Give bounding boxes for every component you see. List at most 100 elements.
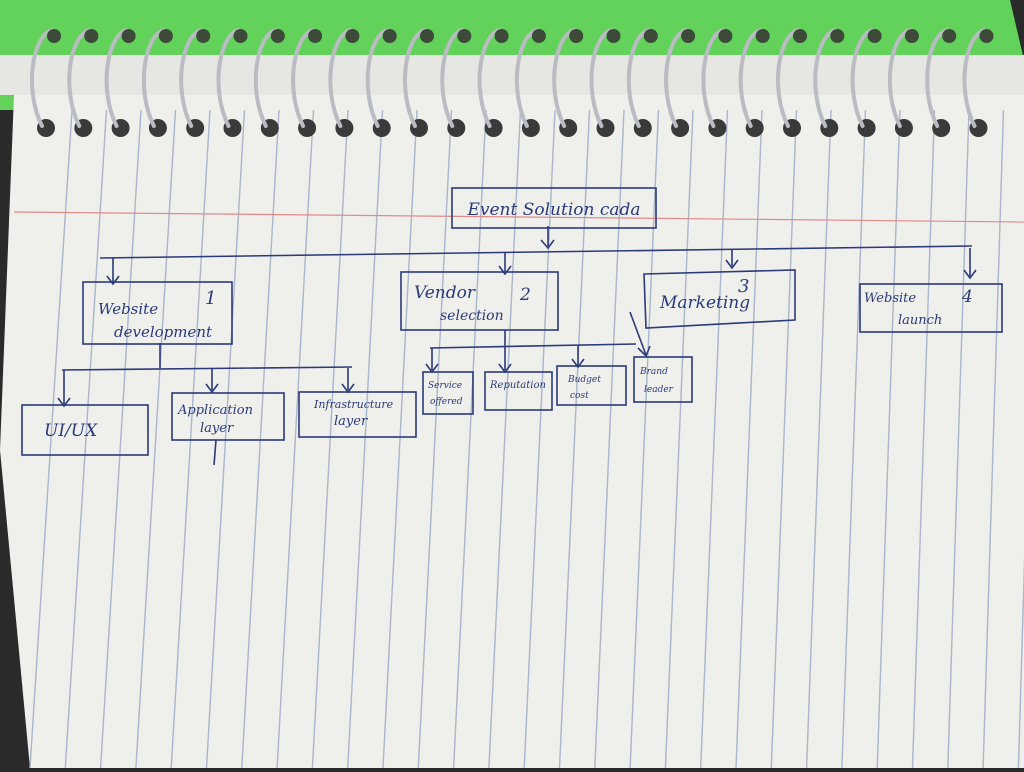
cover-hole [270, 29, 285, 43]
child-box-reputation [484, 371, 553, 411]
ruled-line [382, 109, 418, 769]
diagram-boxes [21, 187, 1003, 456]
node-box-3 [643, 269, 796, 329]
ruled-line [205, 109, 246, 769]
cover-hole [308, 29, 323, 43]
cover-hole [681, 29, 696, 43]
child-box-infrastructure [298, 391, 417, 438]
cover-hole [643, 29, 658, 43]
spiral-ring [925, 28, 950, 128]
child-box-application [171, 392, 285, 441]
spiral-ring [216, 28, 241, 128]
node2-number: 2 [519, 285, 531, 305]
spiral-binding [30, 28, 994, 137]
node3-line1: Marketing [659, 293, 750, 313]
spiral-ring [477, 28, 502, 128]
child-service-line1: Service [428, 381, 462, 391]
spiral-ring [365, 28, 390, 128]
ruled-line [1017, 556, 1024, 769]
paper-page [0, 95, 1024, 768]
child-reputation-label: Reputation [489, 380, 546, 391]
child-box-uiux [21, 404, 149, 456]
child-uiux-label: UI/UX [44, 421, 98, 441]
page-stack-edge [0, 55, 1024, 95]
node1-number: 1 [205, 288, 216, 309]
spiral-ring [664, 28, 689, 128]
ruled-line [347, 109, 384, 769]
child-brand-line1: Brand [639, 367, 668, 377]
spiral-ring [403, 28, 427, 128]
child-box-brand [633, 356, 693, 403]
diagram-connectors [57, 226, 977, 466]
cover-hole [793, 29, 807, 43]
child-infrastructure-line2: layer [334, 414, 368, 429]
spiral-ring [738, 28, 763, 128]
child-infrastructure-line1: Infrastructure [313, 398, 394, 411]
ruled-line [99, 109, 142, 769]
spiral-ring [589, 28, 614, 128]
ruled-line [841, 109, 867, 769]
cover-hole [382, 29, 397, 43]
cover-hole [494, 29, 509, 43]
spiral-ring [552, 28, 577, 128]
cover-hole [84, 29, 99, 43]
node3-number: 3 [738, 276, 749, 297]
node4-number: 4 [961, 287, 973, 307]
spiral-ring [30, 28, 54, 128]
cover-hole [121, 29, 136, 43]
root-box [451, 187, 657, 229]
ruled-line [911, 109, 936, 769]
child-brand-line2: leader [644, 385, 674, 395]
ruled-line [452, 109, 487, 769]
spiral-ring [813, 28, 838, 128]
cover-hole [606, 29, 621, 43]
diagram-labels: Event Solution cada Website 1 developmen… [44, 200, 973, 441]
ruled-line [982, 109, 1005, 769]
child-budget-line2: cost [570, 391, 589, 401]
ruled-line [523, 109, 556, 769]
ruled-line [664, 109, 694, 769]
cover-hole [830, 29, 845, 43]
spiral-ring [887, 28, 912, 128]
child-box-budget [556, 365, 627, 406]
child-application-line2: layer [200, 421, 234, 436]
node2-line1: Vendor [414, 283, 476, 303]
ruled-line [629, 109, 660, 769]
cover-hole [942, 29, 957, 43]
ruled-line [700, 109, 729, 769]
node1-line1: Website [98, 300, 158, 318]
cover-hole [904, 29, 919, 43]
ruled-line [417, 109, 453, 769]
spiral-ring [67, 28, 92, 128]
cover-hole [196, 29, 211, 43]
ruled-line [311, 109, 349, 769]
root-label: Event Solution cada [466, 200, 640, 220]
ruled-line [947, 109, 970, 769]
spiral-ring [626, 28, 651, 128]
node4-line1: Website [864, 291, 916, 306]
cover-hole [158, 29, 173, 43]
node-box-1 [82, 281, 233, 345]
child-budget-line1: Budget [567, 375, 601, 385]
spiral-ring [141, 28, 166, 128]
child-service-line2: offered [430, 397, 463, 407]
margin-line [13, 211, 1024, 223]
ruled-line [170, 109, 211, 769]
ruled-line [241, 109, 280, 769]
ruled-line [29, 109, 73, 769]
spiral-ring [850, 28, 875, 128]
node-box-2 [400, 271, 559, 331]
node2-line2: selection [440, 308, 504, 324]
spiral-ring [776, 28, 800, 128]
node-box-4 [859, 283, 1003, 333]
spiral-ring [328, 28, 353, 128]
spiral-ring [104, 28, 129, 128]
spiral-ring [253, 28, 278, 128]
cover-hole [345, 29, 360, 43]
spiral-ring [440, 28, 465, 128]
node4-line2: launch [898, 313, 942, 328]
cover-hole [979, 29, 994, 43]
node1-line2: development [114, 323, 213, 341]
ruled-line [594, 109, 625, 769]
ruled-line [876, 109, 901, 769]
